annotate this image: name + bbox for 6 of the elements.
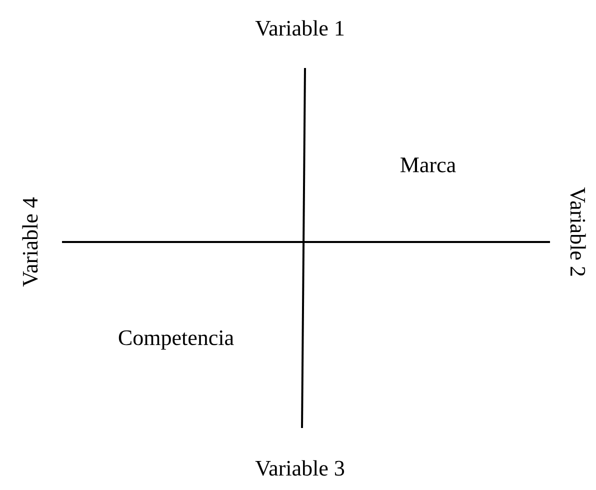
axis-label: Variable 2 — [570, 187, 586, 276]
axis-label: Variable 3 — [255, 460, 344, 476]
quadrant-label: Competencia — [118, 330, 234, 350]
axis-label: Variable 4 — [22, 197, 38, 287]
quadrant-label: Marca — [400, 158, 456, 172]
axis-label: Variable 1 — [255, 20, 344, 36]
